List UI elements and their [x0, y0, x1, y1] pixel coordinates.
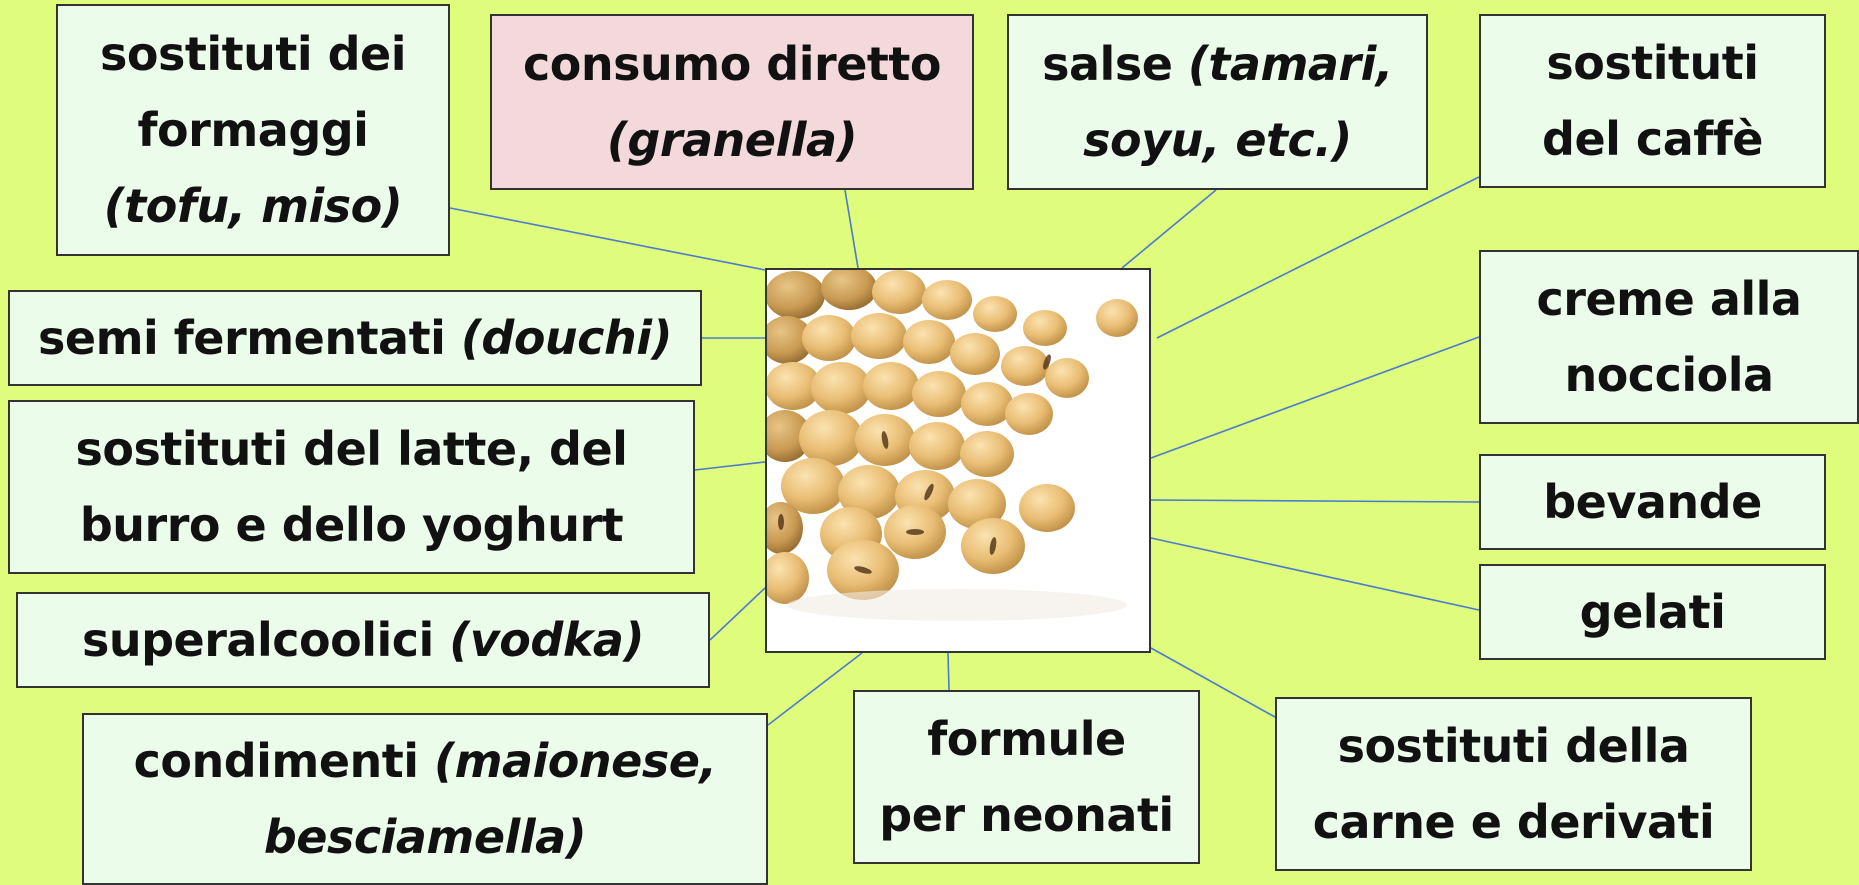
connector-formule-neonati — [947, 652, 950, 691]
box-semi-fermentati: semi fermentati (douchi) — [8, 290, 702, 386]
connector-sostituti-formaggi — [449, 207, 766, 271]
box-sostituti-formaggi-line-1: sostituti dei — [99, 27, 407, 81]
box-formule-neonati: formule per neonati — [853, 690, 1200, 864]
box-formule-neonati-line-2: per neonati — [879, 788, 1174, 842]
box-sostituti-latte-line-1: sostituti del latte, del — [75, 422, 628, 476]
box-condimenti-italic-1: (maionese, — [434, 734, 717, 788]
connector-bevande — [1150, 499, 1480, 503]
box-salse: salse (tamari, soyu, etc.) — [1007, 14, 1428, 190]
box-consumo-diretto-italic: (granella) — [606, 113, 858, 167]
box-superalcoolici-line-1: superalcoolici — [81, 613, 450, 667]
box-sostituti-carne: sostituti della carne e derivati — [1275, 697, 1752, 871]
box-sostituti-carne-line-1: sostituti della — [1337, 719, 1690, 773]
box-bevande: bevande — [1479, 454, 1826, 550]
box-sostituti-formaggi-line-2: formaggi — [137, 103, 369, 157]
box-salse-italic-1: (tamari, — [1187, 37, 1393, 91]
box-sostituti-latte-line-2: burro e dello yoghurt — [79, 498, 624, 552]
box-superalcoolici: superalcoolici (vodka) — [16, 592, 710, 688]
box-sostituti-caffe-line-1: sostituti — [1546, 36, 1759, 90]
box-sostituti-formaggi: sostituti dei formaggi (tofu, miso) — [56, 4, 450, 256]
box-sostituti-caffe: sostituti del caffè — [1479, 14, 1826, 188]
box-gelati-line-1: gelati — [1579, 585, 1726, 639]
box-bevande-line-1: bevande — [1543, 475, 1762, 529]
box-sostituti-caffe-line-2: del caffè — [1542, 112, 1763, 166]
connector-creme-nocciola — [1150, 336, 1480, 459]
box-consumo-diretto-line-1: consumo diretto — [523, 37, 941, 91]
connector-superalcoolici — [709, 587, 766, 641]
box-condimenti-line-1: condimenti — [133, 734, 435, 788]
box-sostituti-formaggi-italic: (tofu, miso) — [103, 179, 403, 233]
box-condimenti-italic-2: besciamella) — [263, 810, 587, 864]
connector-sostituti-carne — [1150, 647, 1276, 718]
box-gelati: gelati — [1479, 564, 1826, 660]
connector-condimenti — [767, 652, 863, 726]
connector-consumo-diretto — [844, 189, 859, 269]
box-condimenti: condimenti (maionese, besciamella) — [82, 713, 768, 885]
soybeans-photo — [765, 268, 1151, 653]
box-superalcoolici-italic: (vodka) — [449, 613, 644, 667]
box-creme-nocciola-line-2: nocciola — [1564, 348, 1774, 402]
box-salse-line-1: salse — [1042, 37, 1188, 91]
box-salse-italic-2: soyu, etc.) — [1083, 113, 1352, 167]
box-sostituti-latte: sostituti del latte, del burro e dello y… — [8, 400, 695, 574]
box-semi-fermentati-line-1: semi fermentati — [38, 311, 461, 365]
connector-salse — [1121, 189, 1217, 269]
box-formule-neonati-line-1: formule — [927, 712, 1126, 766]
box-creme-nocciola: creme alla nocciola — [1479, 250, 1859, 424]
box-semi-fermentati-italic: (douchi) — [460, 311, 673, 365]
connector-gelati — [1150, 537, 1480, 611]
connector-sostituti-caffe — [1156, 176, 1480, 339]
box-sostituti-carne-line-2: carne e derivati — [1312, 795, 1715, 849]
box-creme-nocciola-line-1: creme alla — [1536, 272, 1802, 326]
box-consumo-diretto: consumo diretto (granella) — [490, 14, 974, 190]
soybeans-image — [767, 270, 1149, 651]
connector-sostituti-latte — [694, 461, 766, 471]
